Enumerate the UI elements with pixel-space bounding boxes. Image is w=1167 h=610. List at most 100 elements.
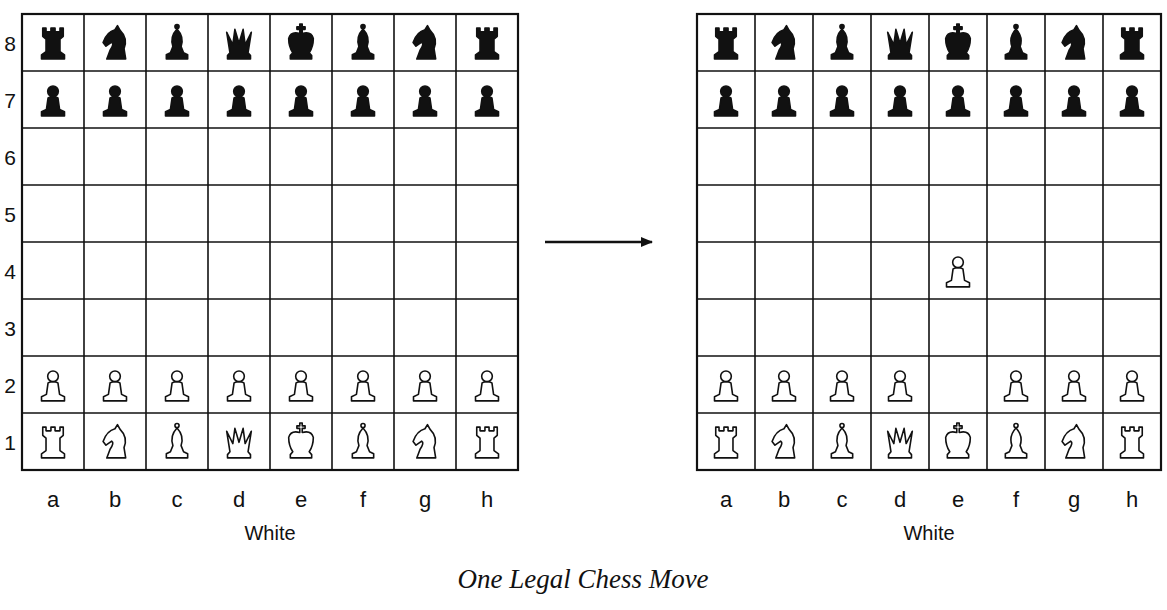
rank-number: 5 — [4, 203, 16, 224]
piece-body — [166, 29, 187, 59]
chess-piece — [103, 425, 126, 458]
piece-head — [721, 86, 732, 97]
file-letter: d — [233, 489, 245, 511]
piece-body — [476, 28, 499, 59]
piece-head — [837, 371, 848, 382]
file-letter: g — [419, 489, 431, 511]
chess-piece — [715, 86, 738, 116]
chess-piece — [1121, 427, 1144, 458]
piece-body — [103, 425, 126, 458]
grid-line — [22, 355, 518, 357]
file-letter: f — [1013, 489, 1019, 511]
piece-body — [889, 382, 912, 401]
chess-piece — [1005, 371, 1028, 401]
piece-head — [837, 86, 848, 97]
piece-body — [773, 97, 796, 116]
piece-body — [414, 382, 437, 401]
rank-number: 2 — [4, 374, 16, 395]
piece-body — [227, 29, 252, 59]
chess-piece — [476, 28, 499, 59]
file-letter: b — [109, 489, 121, 511]
chess-board — [697, 14, 1161, 470]
piece-head — [358, 371, 369, 382]
piece-body — [227, 428, 252, 458]
chess-piece — [289, 24, 314, 59]
chess-piece — [352, 86, 375, 116]
piece-body — [166, 428, 187, 458]
piece-body — [715, 28, 738, 59]
chess-piece — [773, 86, 796, 116]
chess-piece — [715, 427, 738, 458]
piece-head — [234, 371, 245, 382]
piece-body — [42, 427, 65, 458]
chess-piece — [414, 371, 437, 401]
piece-body — [947, 268, 970, 287]
piece-head — [175, 24, 179, 28]
piece-body — [413, 425, 436, 458]
grid-line — [1102, 14, 1104, 470]
piece-body — [166, 382, 189, 401]
piece-head — [1011, 371, 1022, 382]
chess-piece — [1062, 26, 1085, 59]
chess-piece — [413, 26, 436, 59]
chess-piece — [831, 371, 854, 401]
piece-body — [1121, 28, 1144, 59]
piece-head — [361, 423, 365, 427]
piece-body — [352, 29, 373, 59]
figure-caption: One Legal Chess Move — [457, 566, 708, 593]
chess-piece — [227, 29, 252, 59]
piece-body — [715, 427, 738, 458]
piece-head — [172, 371, 183, 382]
piece-body — [42, 97, 65, 116]
piece-head — [420, 86, 431, 97]
chess-piece — [1005, 24, 1026, 58]
piece-body — [1063, 97, 1086, 116]
piece-body — [715, 97, 738, 116]
grid-line — [455, 14, 457, 470]
piece-body — [831, 382, 854, 401]
piece-head — [48, 371, 59, 382]
chess-piece — [42, 427, 65, 458]
piece-head — [840, 423, 844, 427]
piece-body — [1121, 97, 1144, 116]
piece-head — [1127, 86, 1138, 97]
piece-body — [352, 428, 373, 458]
grid-line — [697, 412, 1161, 414]
file-letter: d — [894, 489, 906, 511]
file-letter: c — [837, 489, 848, 511]
piece-body — [1121, 382, 1144, 401]
piece-body — [1005, 382, 1028, 401]
piece-head — [48, 86, 59, 97]
chess-piece — [476, 371, 499, 401]
chess-piece — [352, 371, 375, 401]
file-letter: h — [481, 489, 493, 511]
piece-body — [772, 425, 795, 458]
chess-piece — [289, 423, 314, 458]
chess-piece — [1121, 28, 1144, 59]
piece-body — [947, 97, 970, 116]
grid-line — [393, 14, 395, 470]
file-letter: g — [1068, 489, 1080, 511]
board-border — [697, 14, 1161, 470]
piece-head — [840, 24, 844, 28]
chess-piece — [290, 86, 313, 116]
grid-line — [22, 412, 518, 414]
piece-body — [476, 97, 499, 116]
grid-line — [697, 298, 1161, 300]
chess-piece — [947, 257, 970, 287]
chess-piece — [42, 371, 65, 401]
file-letter: a — [720, 489, 732, 511]
chess-piece — [352, 24, 373, 58]
chess-piece — [946, 24, 971, 59]
chess-piece — [773, 371, 796, 401]
piece-head — [721, 371, 732, 382]
chess-piece — [352, 423, 373, 457]
chess-piece — [889, 86, 912, 116]
piece-body — [42, 28, 65, 59]
rank-number: 1 — [4, 431, 16, 452]
rank-number: 4 — [4, 260, 16, 281]
piece-body — [772, 26, 795, 59]
chess-piece — [476, 86, 499, 116]
piece-head — [420, 371, 431, 382]
piece-head — [110, 371, 121, 382]
